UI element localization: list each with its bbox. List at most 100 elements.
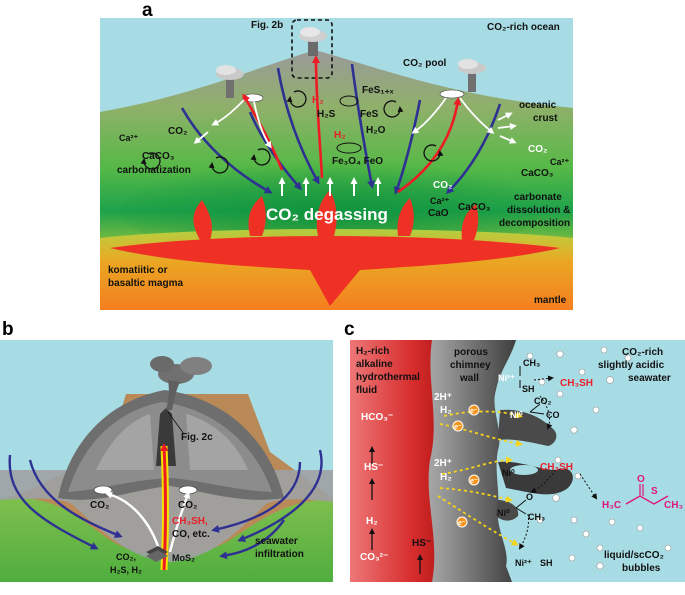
- ni0-label: Ni⁰: [502, 468, 515, 478]
- electron-icon: e⁻: [468, 474, 480, 486]
- bond-line: [529, 403, 545, 415]
- fluid-label-2: alkaline: [356, 359, 393, 370]
- ch3-label: CH₃: [523, 358, 540, 368]
- ocean-label: CO₂-rich ocean: [487, 22, 560, 33]
- seawater-label-2: slightly acidic: [598, 360, 665, 371]
- ni0-label: Ni⁰: [510, 410, 523, 420]
- co2-pool-icon: [93, 485, 113, 495]
- downflow-arrow: [393, 99, 422, 195]
- electron-path: [439, 423, 523, 447]
- carbonate-label-2: dissolution &: [507, 205, 570, 216]
- o-label: O: [526, 492, 533, 502]
- thioester-o: O: [637, 474, 645, 485]
- hs-label: HS⁻: [412, 538, 431, 549]
- h2o-label: H₂O: [366, 125, 386, 136]
- magma-label-1: komatiitic or: [108, 265, 168, 276]
- ni2-label: Ni²⁺: [515, 558, 532, 568]
- panel-b-dome-layer: [186, 414, 248, 470]
- seawater-label-3: seawater: [628, 373, 671, 384]
- h2s-label: H₂S: [317, 109, 336, 120]
- magma-finger: [193, 200, 212, 240]
- carbonate-label-1: carbonate: [514, 192, 562, 203]
- fluid-label-4: fluid: [356, 385, 377, 396]
- fluid-label-3: hydrothermal: [356, 372, 420, 383]
- svg-text:e⁻: e⁻: [470, 408, 478, 415]
- downflow-arrow: [180, 107, 273, 194]
- wall-label-3: wall: [459, 373, 479, 384]
- magma-finger: [316, 190, 337, 236]
- white-arrow: [253, 101, 272, 149]
- hco3-label: HCO₃⁻: [361, 412, 393, 423]
- co2-pool-label: CO₂ pool: [403, 58, 447, 69]
- wall-protrusion: [496, 500, 519, 521]
- fig-2c-label: Fig. 2c: [181, 432, 213, 443]
- co2-label: CO₂: [528, 144, 547, 155]
- downflow-arrow: [276, 67, 320, 185]
- oceanic-crust-label-1: oceanic: [519, 100, 557, 111]
- panel-a-letter: a: [142, 0, 153, 21]
- infiltration-arrow: [8, 454, 99, 550]
- svg-text:e⁻: e⁻: [470, 478, 478, 485]
- sh-label: SH: [540, 558, 553, 568]
- white-arrow: [459, 97, 495, 134]
- panel-b-dome-layer: [96, 414, 154, 470]
- mos2-label: MoS₂: [172, 553, 195, 563]
- seawater-label-2: infiltration: [255, 549, 304, 560]
- ch3sh-label: CH₃SH: [560, 378, 593, 389]
- redox-cycle-icon: [339, 95, 359, 107]
- thioester-h3c: H₃C: [602, 500, 621, 511]
- electron-path: [441, 456, 513, 475]
- co-label: CO: [546, 410, 560, 420]
- panel-a-magma: [110, 236, 560, 306]
- white-arrow: [193, 131, 209, 144]
- ca-label: Ca²⁺: [550, 157, 570, 167]
- co-etc-label: CO, etc.: [172, 529, 210, 540]
- ch3sh-label: CH₃SH: [540, 462, 573, 473]
- ni2-label: Ni²⁺: [498, 373, 515, 383]
- upflow-arrow: [242, 93, 284, 171]
- electron-icon: e⁻: [452, 420, 464, 432]
- panel-c-letter: c: [344, 319, 355, 340]
- white-arrow: [497, 123, 517, 130]
- panel-b-green: [0, 497, 333, 582]
- redox-cycle-icon: [336, 142, 362, 154]
- magma-finger: [461, 204, 479, 240]
- plume-icon: [458, 59, 486, 92]
- oceanic-crust-label-2: crust: [533, 113, 558, 124]
- plume-icon: [299, 27, 327, 56]
- magma-finger: [248, 196, 266, 236]
- white-arrow: [105, 491, 162, 553]
- circulation-icon: [140, 152, 161, 170]
- 2h-label: 2H⁺: [434, 458, 452, 469]
- thioester-skeleton: [625, 495, 669, 505]
- co2-label: CO₂: [90, 500, 109, 511]
- fes1x-label: FeS₁₊ₓ: [362, 85, 394, 96]
- h2s-h2-label: H₂S, H₂: [110, 565, 142, 575]
- h2-label: H₂: [312, 95, 324, 106]
- reaction-arrow: [579, 473, 598, 500]
- fig-2b-box: [291, 19, 333, 79]
- caco3-label: CaCO₃: [458, 202, 491, 213]
- degassing-arrows: [278, 177, 382, 196]
- carbonate-label-3: decomposition: [499, 218, 570, 229]
- panel-a: a: [100, 0, 573, 310]
- infiltration-arrow: [211, 461, 302, 533]
- caco3-label: CaCO₃: [521, 168, 554, 179]
- upflow-arrow: [312, 55, 324, 179]
- hydrothermal-fluid: [350, 340, 435, 582]
- magma-label-2: basaltic magma: [108, 278, 183, 289]
- co2-pool-icon: [178, 485, 198, 495]
- pointer-line: [167, 411, 185, 435]
- fe3o4-label: Fe₃O₄ FeO: [332, 156, 383, 167]
- 2h-label: 2H⁺: [434, 392, 452, 403]
- co2-bubbles: [526, 346, 672, 570]
- thioester-ch3: CH₃: [664, 500, 683, 511]
- ca-label: Ca²⁺: [430, 196, 450, 206]
- electron-path: [439, 487, 513, 503]
- electron-icon: e⁻: [468, 404, 480, 416]
- downflow-arrow: [445, 103, 502, 195]
- ch3-label: CH₃: [528, 512, 545, 522]
- reaction-arrow: [518, 513, 529, 550]
- panel-b: b: [0, 319, 333, 582]
